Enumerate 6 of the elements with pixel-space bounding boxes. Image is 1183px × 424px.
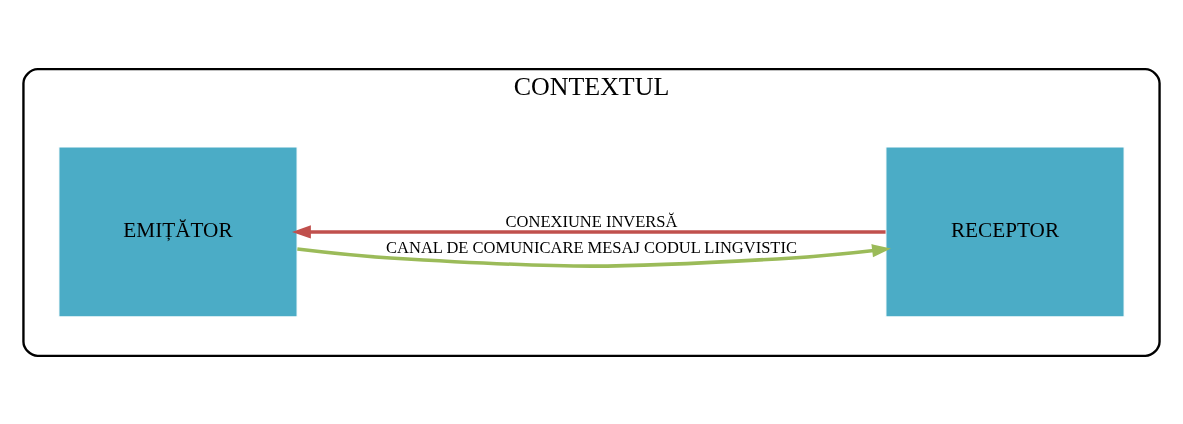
node-box: RECEPTOR	[885, 145, 1125, 317]
edge-label: CONEXIUNE INVERSĂ	[505, 211, 678, 231]
edge-label: CANAL DE COMUNICARE MESAJ CODUL LINGVISTIC	[386, 237, 797, 257]
node-box: EMIȚĂTOR	[58, 145, 298, 317]
arrow	[291, 224, 886, 239]
arrow	[297, 243, 891, 268]
